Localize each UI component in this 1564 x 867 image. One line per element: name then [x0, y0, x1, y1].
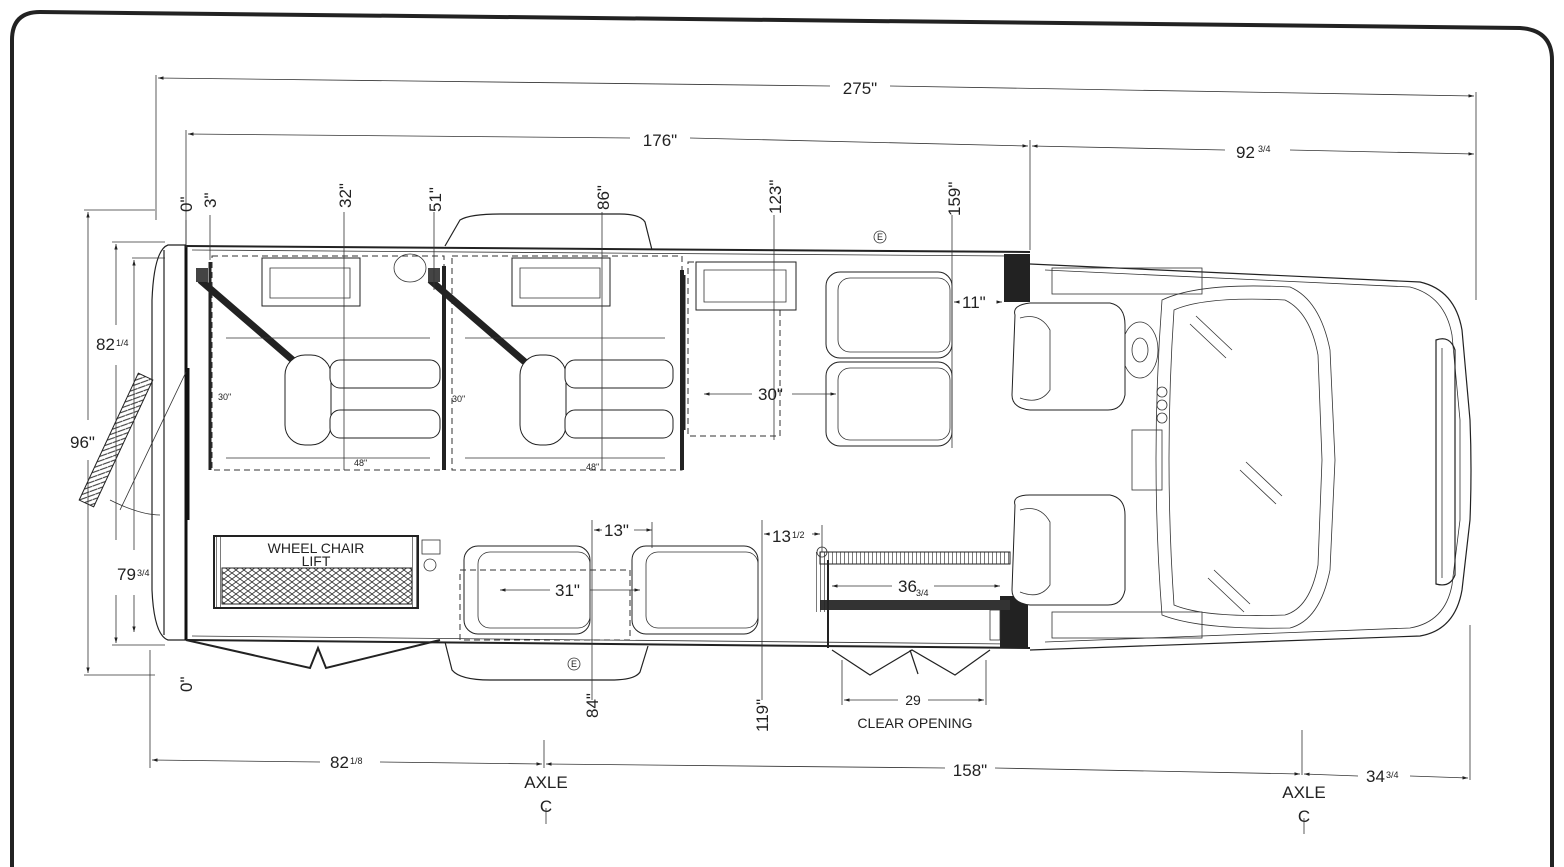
wheelchair-position-2 [427, 255, 683, 471]
dim-36: 36 [898, 577, 917, 596]
svg-text:C: C [1298, 807, 1310, 826]
dim-30: 30" [758, 385, 783, 404]
dim-82: 82 [96, 335, 115, 354]
station-84: 84" [583, 693, 602, 718]
svg-text:AXLE: AXLE [524, 773, 567, 792]
station-159: 159" [945, 182, 964, 216]
svg-text:E: E [877, 232, 883, 242]
dim-13b: 13 [772, 527, 791, 546]
lift-label-line1: WHEEL CHAIR [268, 540, 365, 556]
dim-36-frac: 3/4 [916, 588, 929, 598]
tiedown-30-b: 30" [452, 394, 465, 404]
lift-label-line2: LIFT [302, 553, 331, 569]
driver-seat [1011, 302, 1126, 411]
dim-176: 176" [643, 131, 677, 150]
dimension-labels: 275" 176" 92 3/4 96" 82 1/4 79 3/4 82 1/… [70, 79, 1399, 786]
station-3: 3" [201, 193, 220, 209]
dimension-lines [84, 75, 1477, 780]
rear-lift-door [78, 368, 190, 520]
dim-31: 31" [555, 581, 580, 600]
tiedown-48-b: 48" [586, 462, 599, 472]
dim-79: 79 [117, 565, 136, 584]
station-0-bottom: 0" [177, 677, 196, 693]
dim-158: 158" [953, 761, 987, 780]
vehicle-outline [151, 213, 1472, 681]
svg-text:C: C [540, 797, 552, 816]
dim-13: 13" [604, 521, 629, 540]
dim-79-frac: 3/4 [137, 568, 150, 578]
svg-text:E: E [571, 659, 577, 669]
svg-text:AXLE: AXLE [1282, 783, 1325, 802]
front-axle-label: AXLE C [1282, 783, 1326, 834]
station-51: 51" [426, 187, 445, 212]
wheelchair-lift: WHEEL CHAIR LIFT [213, 535, 441, 609]
tiedown-48-a: 48" [354, 458, 367, 468]
clear-opening-label: CLEAR OPENING [857, 715, 972, 731]
dim-82-bottom-frac: 1/8 [350, 756, 363, 766]
dim-11: 11" [962, 293, 986, 312]
dim-92: 92 [1236, 143, 1255, 162]
station-86: 86" [594, 185, 613, 210]
dim-13b-frac: 1/2 [792, 530, 805, 540]
page-frame [10, 9, 1554, 867]
wheelchair-position-3 [682, 261, 797, 437]
tiedown-30-a: 30" [218, 392, 231, 402]
dim-96: 96" [70, 433, 95, 452]
dim-82-frac: 1/4 [116, 338, 129, 348]
station-123: 123" [766, 180, 785, 214]
station-32: 32" [336, 183, 355, 208]
rear-axle-label: AXLE C [524, 773, 568, 824]
extinguisher-icon-top: E [873, 230, 887, 244]
entry-door [814, 546, 1011, 676]
wheelchair-position-1 [196, 255, 445, 471]
station-0-top: 0" [177, 197, 196, 213]
extinguisher-icon-bottom: E [567, 657, 581, 671]
dim-34: 34 [1366, 767, 1385, 786]
dim-34-frac: 3/4 [1386, 770, 1399, 780]
passenger-seat [1011, 494, 1126, 606]
dim-29: 29 [905, 692, 921, 708]
bottom-passenger-seats [459, 545, 759, 641]
dim-82-bottom: 82 [330, 753, 349, 772]
dim-92-frac: 3/4 [1258, 144, 1271, 154]
dim-275: 275" [843, 79, 877, 98]
toilet-icon [393, 253, 427, 283]
front-passenger-seats [825, 271, 953, 447]
station-119: 119" [753, 699, 772, 732]
